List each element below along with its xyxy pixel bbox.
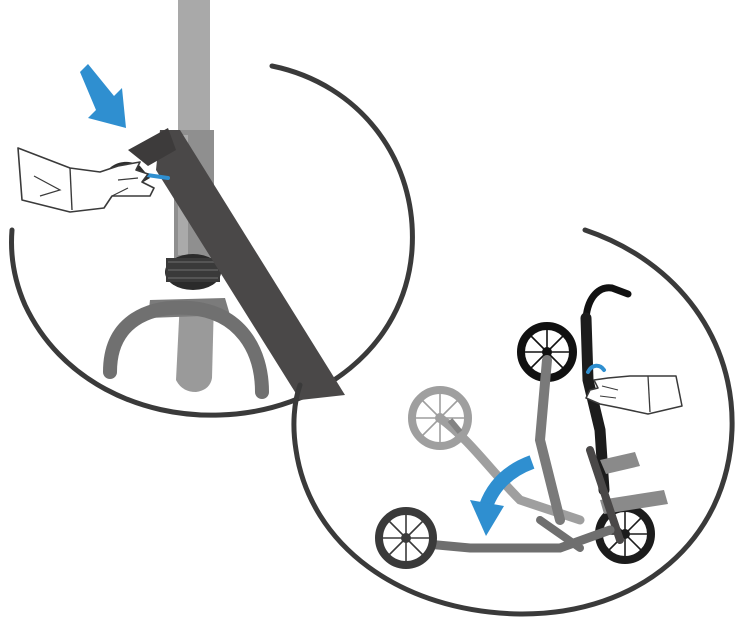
detail-panel [12, 0, 413, 415]
scooter-handlebar [586, 288, 628, 318]
overview-panel [294, 230, 732, 614]
hand-icon [586, 366, 682, 414]
overview-circle-frame [294, 230, 732, 614]
main-frame-diagonal [128, 128, 345, 400]
hand-icon [18, 148, 154, 212]
down-press-arrow-icon [80, 64, 126, 128]
wheel-icon [379, 511, 433, 565]
